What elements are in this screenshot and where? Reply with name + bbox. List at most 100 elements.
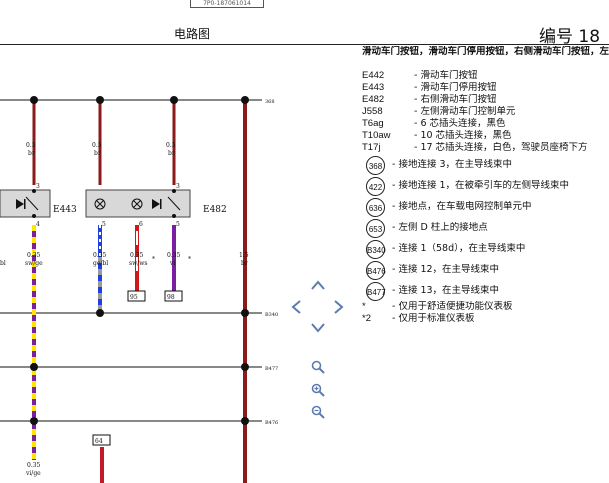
ref-label: 98 bbox=[167, 294, 175, 301]
junction-dot bbox=[96, 96, 104, 104]
connector-circle: B340 bbox=[366, 239, 386, 259]
legend-desc: - 滑动车门停用按钮 bbox=[414, 82, 497, 94]
legend-desc: - 左侧滑动车门控制单元 bbox=[414, 106, 516, 118]
wire-size-label: 0.5 bbox=[92, 142, 102, 149]
legend-item: E442 - 滑动车门按钮 bbox=[362, 70, 609, 83]
legend-item: B340 - 连接 1（58d），在主导线束中 bbox=[362, 239, 609, 260]
wire-color-label: ge/bl bbox=[93, 260, 108, 267]
chevron-down-icon[interactable] bbox=[308, 318, 328, 338]
zoom-fit-icon[interactable] bbox=[308, 357, 328, 377]
junction-dot bbox=[170, 96, 178, 104]
chevron-up-icon[interactable] bbox=[308, 275, 328, 295]
component-label: E482 bbox=[203, 205, 227, 215]
pin-label: 4 bbox=[36, 221, 40, 228]
ref-label: 64 bbox=[95, 438, 103, 445]
zoom-out-icon[interactable] bbox=[308, 402, 328, 422]
pin-label: 5 bbox=[176, 221, 180, 228]
legend-item: T10aw- 10 芯插头连接，黑色 bbox=[362, 130, 609, 143]
legend-desc: - 仅用于舒适便捷功能仪表板 bbox=[392, 301, 513, 313]
connector-circle: 368 bbox=[366, 155, 385, 175]
pin-label: 3 bbox=[176, 183, 180, 190]
legend-panel: 滑动车门按钮，滑动车门停用按钮，右侧滑动车门按钮，左侧滑动车门控制单元 E442… bbox=[362, 46, 609, 326]
connector-circle: 636 bbox=[366, 197, 385, 217]
legend-code: E482 bbox=[362, 94, 385, 106]
wire-size-label: 0.35 bbox=[167, 252, 181, 259]
legend-heading: 滑动车门按钮，滑动车门停用按钮，右侧滑动车门按钮，左侧滑动车门控制单元 bbox=[362, 46, 609, 57]
legend-item: 368 - 接地连接 3，在主导线束中 bbox=[362, 155, 609, 176]
legend-desc: - 右侧滑动车门按钮 bbox=[414, 94, 497, 106]
node-label: B340 bbox=[265, 312, 278, 318]
junction-dot bbox=[241, 96, 249, 104]
chevron-right-icon[interactable] bbox=[329, 297, 349, 317]
junction-dot bbox=[241, 417, 249, 425]
zoom-in-icon[interactable] bbox=[308, 380, 328, 400]
node-label: 368 bbox=[265, 99, 275, 105]
wire-size-label: 0.35 bbox=[27, 252, 41, 259]
legend-desc: - 6 芯插头连接，黑色 bbox=[414, 118, 506, 130]
pin-label: 5 bbox=[102, 221, 106, 228]
legend-item: B477 - 连接 13，在主导线束中 bbox=[362, 281, 609, 302]
wire-size-label: 0.35 bbox=[27, 462, 41, 469]
note-mark: * bbox=[362, 301, 366, 313]
legend-item: B476 - 连接 12，在主导线束中 bbox=[362, 260, 609, 281]
connector-circle: 422 bbox=[366, 176, 385, 196]
pin-label: 6 bbox=[139, 221, 143, 228]
legend-item: 422- 接地连接 1，在被牵引车的左侧导线束中 bbox=[362, 176, 609, 197]
connector-circle: 653 bbox=[366, 218, 385, 238]
legend-desc: - 10 芯插头连接，黑色 bbox=[414, 130, 512, 142]
wire-color-label: br bbox=[241, 260, 248, 267]
wire-color-label: br bbox=[28, 150, 35, 157]
wire-color-label: sw/ws bbox=[129, 260, 147, 267]
legend-desc: - 滑动车门按钮 bbox=[414, 70, 478, 82]
wire-size-label: 0.5 bbox=[26, 142, 36, 149]
junction-dot bbox=[241, 309, 249, 317]
legend-desc: - 连接 1（58d），在主导线束中 bbox=[392, 242, 526, 254]
switch-symbol bbox=[25, 189, 181, 218]
junction-dot bbox=[30, 417, 38, 425]
component-label: E443 bbox=[53, 205, 77, 215]
wire-color-label: vi/ge bbox=[25, 470, 41, 477]
wire-color-label: vi bbox=[169, 260, 175, 267]
chevron-left-icon[interactable] bbox=[286, 297, 306, 317]
legend-item: E443 - 滑动车门停用按钮 bbox=[362, 82, 609, 95]
connector-circle: B477 bbox=[366, 281, 386, 301]
wire-color-label: br bbox=[168, 150, 175, 157]
junction-dot bbox=[30, 96, 38, 104]
legend-item: 636 - 接地点，在车载电网控制单元中 bbox=[362, 197, 609, 218]
wire-size-label: 0.35 bbox=[130, 252, 144, 259]
legend-item: J558 - 左侧滑动车门控制单元 bbox=[362, 106, 609, 119]
page-number: 编号 18 bbox=[539, 27, 601, 47]
legend-code: E443 bbox=[362, 82, 385, 94]
legend-desc: - 接地点，在车载电网控制单元中 bbox=[392, 200, 532, 212]
legend-desc: - 接地连接 3，在主导线束中 bbox=[392, 158, 513, 170]
legend-note: *2 - 仅用于标准仪表板 bbox=[362, 313, 609, 326]
legend-desc: - 17 芯插头连接，白色，驾驶员座椅下方 bbox=[414, 142, 588, 154]
wire-size-label: 1.5 bbox=[239, 252, 249, 259]
legend-desc: - 仅用于标准仪表板 bbox=[392, 313, 475, 325]
document-id: 7P0-187061014 bbox=[190, 0, 264, 8]
lamp-symbol bbox=[94, 198, 143, 210]
connector-circle: B476 bbox=[366, 260, 386, 280]
legend-code: J558 bbox=[362, 106, 383, 118]
legend-note: * - 仅用于舒适便捷功能仪表板 bbox=[362, 301, 609, 314]
wire-color-label: br bbox=[94, 150, 101, 157]
legend-item: 653 - 左侧 D 柱上的接地点 bbox=[362, 218, 609, 239]
legend-desc: - 连接 12，在主导线束中 bbox=[392, 263, 500, 275]
legend-desc: - 连接 13，在主导线束中 bbox=[392, 284, 500, 296]
footnote-mark: * bbox=[152, 256, 155, 263]
page-title: 电路图 bbox=[174, 27, 211, 41]
legend-code: E442 bbox=[362, 70, 385, 82]
node-label: B477 bbox=[265, 366, 278, 372]
legend-desc: - 左侧 D 柱上的接地点 bbox=[392, 221, 488, 233]
led-symbol bbox=[16, 199, 162, 209]
ref-box bbox=[92, 434, 111, 446]
junction-dot bbox=[30, 363, 38, 371]
legend-item: E482 - 右侧滑动车门按钮 bbox=[362, 94, 609, 107]
footnote-mark: * bbox=[188, 256, 191, 263]
note-mark: *2 bbox=[362, 313, 371, 325]
ref-label: 95 bbox=[130, 294, 138, 301]
header-divider bbox=[0, 44, 609, 45]
pin-label: 3 bbox=[36, 183, 40, 190]
legend-item: T6ag- 6 芯插头连接，黑色 bbox=[362, 118, 609, 131]
wire-size-label: 0.35 bbox=[93, 252, 107, 259]
